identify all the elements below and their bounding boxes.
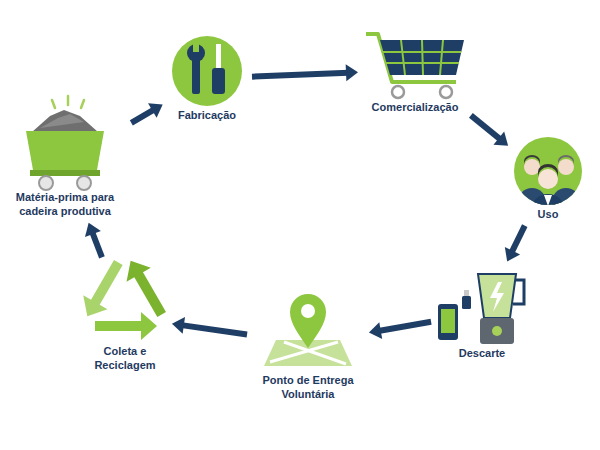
flow-arrow — [172, 317, 247, 334]
sparkle — [81, 100, 84, 108]
person-face — [538, 169, 558, 189]
map-pin — [290, 294, 326, 348]
arrow-shaft — [131, 109, 154, 122]
arrow-shaft — [181, 325, 247, 334]
arrow-head — [346, 64, 358, 81]
blender-jar — [478, 274, 516, 318]
flow-arrow — [252, 64, 358, 81]
arrow-head — [505, 247, 520, 262]
flow-arrow — [85, 223, 102, 258]
wheel — [440, 86, 452, 98]
plug-pin — [464, 290, 469, 296]
icon-circle — [172, 36, 242, 106]
cycle-step: Descarte — [436, 266, 528, 360]
button — [492, 326, 502, 336]
cycle-step: Coleta e Reciclagem — [83, 262, 167, 372]
screwdriver — [212, 68, 225, 94]
pin-hole — [301, 304, 315, 318]
ore-pile — [32, 110, 98, 132]
screwdriver — [216, 44, 221, 70]
flow-arrow — [471, 115, 508, 145]
step-label: Matéria-prima para cadeira produtiva — [3, 190, 127, 218]
hair — [524, 155, 540, 165]
arrow-head — [493, 131, 508, 145]
flow-arrow — [505, 226, 525, 262]
sparkle — [52, 100, 55, 108]
recycle-arrow — [119, 254, 174, 322]
ore-pile — [40, 114, 84, 128]
step-label: Uso — [512, 207, 584, 221]
recycle-arrow — [75, 256, 130, 324]
wheel — [77, 176, 91, 190]
arrow-head — [148, 103, 163, 118]
grid — [440, 40, 443, 75]
wrench-notch — [193, 42, 199, 52]
cycle-step: Fabricação — [167, 35, 247, 122]
step-label: Coleta e Reciclagem — [83, 344, 167, 372]
phone — [438, 304, 458, 340]
arrow-shaft — [92, 232, 102, 258]
drop-point-icon — [264, 294, 352, 366]
person-face — [524, 159, 540, 175]
wheel — [39, 176, 53, 190]
step-label: Ponto de Entrega Voluntária — [252, 373, 364, 401]
grid — [422, 40, 423, 75]
shopping-cart-icon — [366, 34, 464, 98]
shirt — [544, 195, 552, 206]
cycle-step: Matéria-prima para cadeira produtiva — [3, 105, 127, 218]
cart-base — [30, 170, 100, 176]
cycle-step: Ponto de Entrega Voluntária — [252, 285, 364, 401]
mine-cart-icon — [26, 96, 104, 190]
grid — [401, 40, 405, 75]
hair — [538, 164, 558, 177]
map-road — [284, 342, 346, 364]
arrow-shaft — [252, 73, 348, 77]
step-label: Fabricação — [167, 108, 247, 122]
plug — [462, 296, 471, 309]
cart-bucket — [26, 131, 104, 170]
spark — [490, 282, 504, 312]
step-label: Comercialização — [363, 100, 467, 114]
cycle-step: Comercialização — [363, 26, 467, 114]
sparkle — [67, 96, 70, 105]
tools-icon — [172, 36, 242, 106]
wheel — [392, 86, 404, 98]
blender-base — [480, 318, 514, 344]
arrow-head — [369, 322, 382, 339]
arrow-shaft — [378, 322, 431, 331]
arrow-head — [85, 223, 101, 237]
recycle-arrow — [95, 312, 157, 340]
cycle-step: Uso — [512, 135, 584, 221]
blender-handle — [513, 280, 524, 304]
discard-icon — [438, 274, 524, 344]
flow-arrow — [369, 322, 431, 339]
person-face — [558, 159, 574, 175]
flow-arrow — [131, 103, 162, 123]
cart-basket — [380, 40, 464, 75]
wrench — [192, 58, 200, 94]
phone-screen — [441, 309, 455, 333]
recycle-icon — [75, 254, 174, 340]
step-label: Descarte — [436, 346, 528, 360]
arrow-shaft — [511, 226, 524, 253]
arrow-shaft — [471, 115, 501, 139]
hair — [558, 155, 574, 165]
arrow-head — [172, 317, 185, 334]
